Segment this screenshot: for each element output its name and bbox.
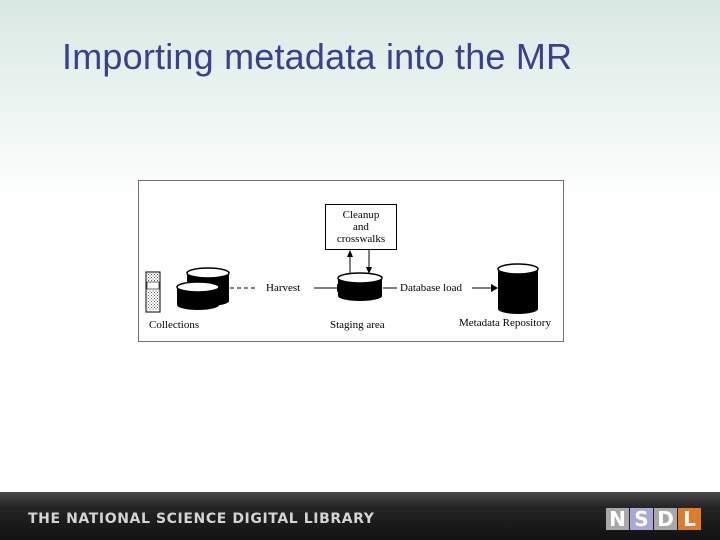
harvest-label: Harvest xyxy=(266,282,301,294)
logo-letter-d: D xyxy=(654,508,677,530)
cleanup-line-2: and xyxy=(353,221,369,233)
staging-database-icon xyxy=(337,272,383,301)
staging-area-label: Staging area xyxy=(330,319,385,331)
cleanup-line-3: crosswalks xyxy=(336,233,386,245)
cleanup-line-1: Cleanup xyxy=(342,209,380,221)
cleanup-crosswalks-box: Cleanup and crosswalks xyxy=(325,204,397,250)
logo-letter-s: S xyxy=(630,508,653,530)
database-load-label: Database load xyxy=(400,282,462,294)
collections-label: Collections xyxy=(149,319,200,331)
nsdl-logo: N S D L xyxy=(606,508,701,530)
repository-database-icon xyxy=(497,263,539,314)
diagram-graphics xyxy=(145,250,539,314)
footer-bar: THE NATIONAL SCIENCE DIGITAL LIBRARY xyxy=(0,492,720,540)
collections-database-icon xyxy=(176,267,230,310)
slide-title: Importing metadata into the MR xyxy=(62,36,573,77)
cleanup-exchange-arrows xyxy=(347,250,372,274)
library-name: THE NATIONAL SCIENCE DIGITAL LIBRARY xyxy=(28,511,375,527)
logo-letter-l: L xyxy=(678,508,701,530)
header-background xyxy=(0,0,720,200)
logo-letter-n: N xyxy=(606,508,629,530)
metadata-repository-label: Metadata Repository xyxy=(459,317,551,329)
database-load-arrowhead xyxy=(491,284,498,292)
document-stack-icon xyxy=(145,271,161,313)
import-diagram: Cleanup and crosswalks Harvest Database … xyxy=(138,180,564,342)
